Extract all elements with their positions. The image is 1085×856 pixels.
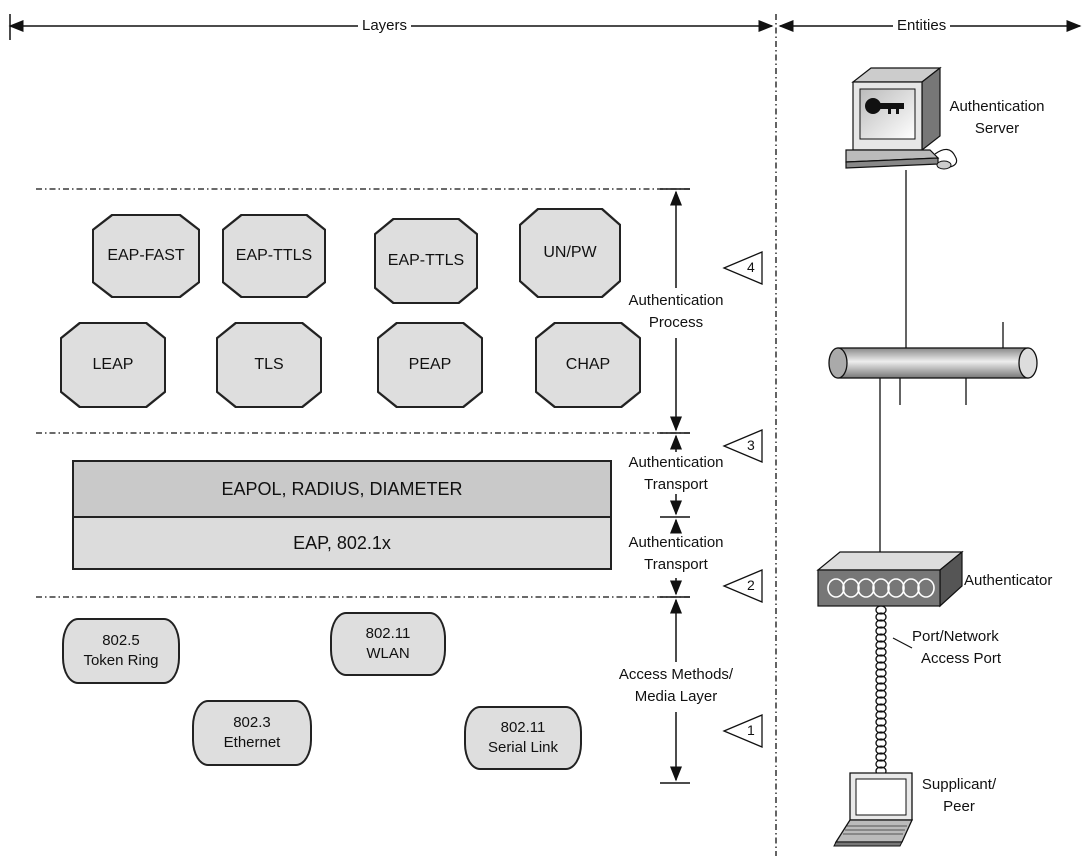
supplicant-label: Supplicant/ Peer [914,774,1004,818]
cable-coil-loop [875,682,887,692]
authentication-server-label: Authentication Server [942,96,1052,140]
auth-transport-upper-line2: Transport [644,476,708,493]
auth-process-label-line2: Process [648,314,704,331]
cable-coil-loop [875,626,887,636]
transport-bar-lower: EAP, 802.1x [72,516,612,570]
media-serial-link-line1: 802.11 [500,719,546,736]
cable-coil-loop [875,745,887,755]
cable-coil-loop [875,675,887,685]
port-label: Port/Network Access Port [912,626,1032,670]
media-layer-label-line1: Access Methods/ [618,666,734,683]
cable-coil-loop [875,668,887,678]
method-peap: PEAP [379,324,481,406]
supplicant-label-line2: Peer [943,798,975,815]
auth-transport-lower-label: Authentication Transport [611,532,741,576]
supplicant-label-line1: Supplicant/ [921,776,997,793]
cable-coil-loop [875,654,887,664]
cable-coil-loop [875,647,887,657]
cable-coil-loop [875,696,887,706]
media-token-ring-line1: 802.5 [102,632,140,649]
cable-coil-loop [875,703,887,713]
method-tls: TLS [218,324,320,406]
marker-4-number: 4 [747,259,755,275]
server-label-line1: Authentication [949,98,1045,115]
method-eap-ttls: EAP-TTLS [224,216,324,296]
server-label-line2: Server [974,120,1020,137]
media-ethernet-line2: Ethernet [223,734,281,751]
cable-coil-loop [875,724,887,734]
coiled-cable-icon [875,605,887,776]
auth-process-label-line1: Authentication [628,292,724,309]
media-layer-label-line2: Media Layer [634,688,718,705]
transport-bar-upper: EAPOL, RADIUS, DIAMETER [72,460,612,518]
media-token-ring-line2: Token Ring [83,652,159,669]
layer-marker-4 [722,251,763,285]
cable-coil-loop [875,752,887,762]
media-serial-link-line2: Serial Link [487,739,559,756]
layer-marker-3 [722,429,763,463]
auth-transport-upper-label: Authentication Transport [611,452,741,496]
cable-coil-loop [875,605,887,615]
cable-coil-loop [875,731,887,741]
cable-coil-loop [875,640,887,650]
authenticator-label: Authenticator [964,572,1053,589]
media-ethernet-line1: 802.3 [233,714,271,731]
marker-1-number: 1 [747,722,755,738]
cable-coil-loop [875,689,887,699]
layer-marker-2 [722,569,763,603]
cable-coil-loop [875,661,887,671]
method-chap: CHAP [537,324,639,406]
method-eap-fast: EAP-FAST [94,216,198,296]
authenticator-device-icon [816,550,964,608]
port-label-line1: Port/Network [912,628,999,645]
authentication-server-icon [845,66,958,170]
auth-process-label: Authentication Process [611,290,741,334]
cable-coil-loop [875,759,887,769]
cable-coil-loop [875,710,887,720]
cable-coil-loop [875,633,887,643]
cable-coil-loop [875,717,887,727]
marker-3-number: 3 [747,437,755,453]
auth-transport-upper-line1: Authentication [628,454,724,471]
method-leap: LEAP [62,324,164,406]
media-layer-label: Access Methods/ Media Layer [601,664,751,708]
entities-header: Entities [893,16,951,36]
media-wlan-line2: WLAN [366,645,410,662]
supplicant-laptop-icon [833,772,914,847]
cable-coil-loop [875,738,887,748]
auth-transport-lower-line2: Transport [644,556,708,573]
method-eap-ttls-2: EAP-TTLS [376,220,476,302]
media-wlan-line1: 802.11 [365,625,411,642]
auth-transport-lower-line1: Authentication [628,534,724,551]
method-un-pw: UN/PW [521,210,619,296]
port-label-line2: Access Port [920,650,1002,667]
layers-header: Layers [358,16,412,36]
cable-coil-loop [875,619,887,629]
cable-coil-loop [875,612,887,622]
marker-2-number: 2 [747,577,755,593]
layer-marker-1 [722,714,763,748]
network-bus-icon [828,347,1038,379]
